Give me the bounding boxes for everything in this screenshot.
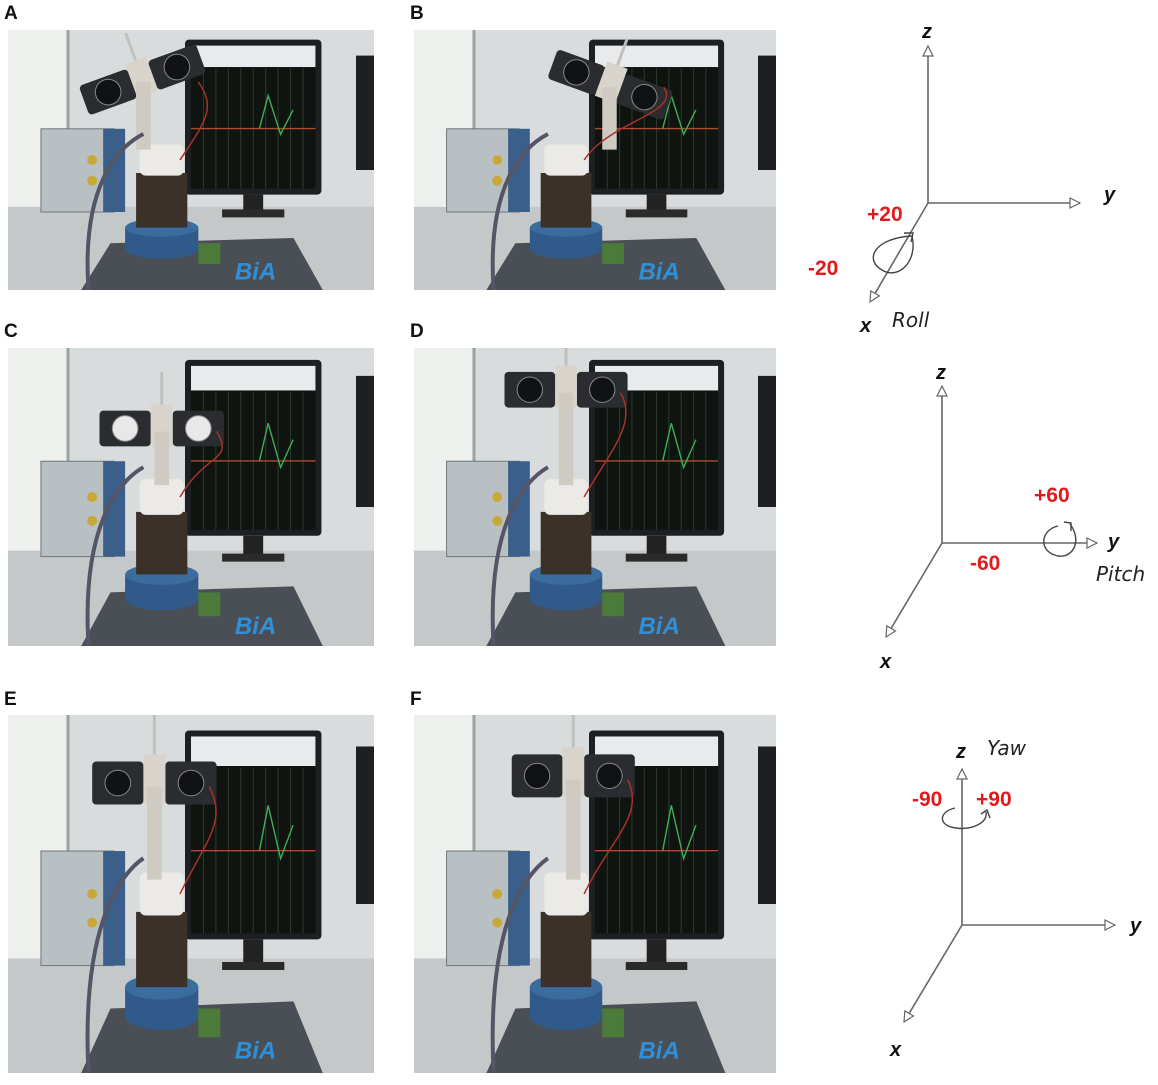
photo-cables	[490, 465, 549, 646]
photo-cables	[85, 465, 145, 646]
photo-bia-logo: BiA	[638, 1038, 679, 1065]
panel-letter-a: A	[4, 3, 18, 24]
roll-x-label: x	[859, 315, 872, 337]
panel-letter-e: E	[4, 689, 17, 710]
photo-panel-f: BiA	[414, 715, 776, 1073]
panel-letter-b: B	[410, 3, 424, 24]
photo-bia-logo: BiA	[235, 1038, 276, 1065]
robot-neck	[544, 479, 588, 515]
photo-bia-logo: BiA	[235, 613, 276, 640]
yaw-pos-label: +90	[976, 788, 1012, 811]
pitch-y-label: y	[1107, 531, 1120, 553]
robot-column	[136, 911, 188, 988]
pitch-x-axis	[885, 542, 943, 637]
yaw-label: Yaw	[987, 736, 1027, 760]
photo-cables	[85, 132, 145, 290]
photo-circuit-board	[602, 592, 624, 617]
photo-bia-logo: BiA	[235, 259, 276, 286]
photo-panel-a: BiA	[8, 30, 374, 290]
robot-column	[136, 511, 188, 575]
roll-rotation-arrow	[872, 235, 914, 274]
yaw-x-axis	[904, 924, 963, 1022]
photo-instrument-box	[446, 128, 520, 213]
pitch-diagram	[885, 386, 1097, 637]
robot-column	[136, 173, 188, 228]
pitch-neg-label: -60	[970, 552, 1000, 575]
photo-panel-c: BiA	[8, 348, 374, 646]
photo-instrument-box	[446, 850, 520, 967]
roll-label: Roll	[892, 308, 930, 332]
robot-column	[540, 511, 592, 575]
roll-y-label: y	[1103, 184, 1116, 206]
yaw-z-label: z	[955, 741, 966, 763]
photo-instrument-box	[446, 460, 520, 558]
robot-neck	[544, 872, 588, 916]
photo-cables	[490, 856, 550, 1073]
roll-z-label: z	[921, 21, 932, 43]
yaw-rotation-arrow	[941, 807, 987, 830]
photo-panel-e: BiA	[8, 715, 374, 1073]
roll-diagram	[869, 46, 1080, 302]
pitch-rotation-arrow	[1043, 523, 1077, 557]
yaw-x-label: x	[889, 1039, 902, 1061]
yaw-y-label: y	[1129, 915, 1142, 937]
panel-letter-d: D	[410, 321, 424, 342]
photo-circuit-board	[198, 243, 221, 264]
pitch-pos-label: +60	[1034, 484, 1070, 507]
photo-monitor-stand	[646, 939, 667, 969]
photo-cables	[85, 856, 145, 1073]
photo-bia-logo: BiA	[638, 613, 679, 640]
robot-column	[540, 911, 592, 988]
pitch-label: Pitch	[1096, 562, 1145, 586]
photo-circuit-board	[602, 1008, 624, 1038]
photo-circuit-board	[198, 592, 221, 617]
photo-circuit-board	[198, 1008, 221, 1038]
photo-panel-b: BiA	[414, 30, 776, 290]
panel-letter-c: C	[4, 321, 18, 342]
robot-neck	[139, 144, 184, 176]
roll-neg-label: -20	[808, 257, 838, 280]
robot-neck	[139, 479, 184, 515]
photo-bia-logo: BiA	[638, 259, 679, 286]
robot-column	[540, 173, 592, 228]
photo-cables	[490, 132, 549, 290]
roll-pos-label: +20	[867, 203, 903, 226]
photo-panel-d: BiA	[414, 348, 776, 646]
panel-letter-f: F	[410, 689, 422, 710]
yaw-diagram	[904, 769, 1115, 1022]
robot-neck	[544, 144, 588, 176]
photo-instrument-box	[40, 460, 115, 558]
robot-head	[79, 32, 206, 115]
robot-neck	[139, 872, 184, 916]
photo-instrument-box	[40, 128, 115, 213]
pitch-z-label: z	[935, 362, 946, 384]
pitch-x-label: x	[879, 651, 892, 673]
photo-monitor-stand	[243, 939, 264, 969]
photo-circuit-board	[602, 243, 624, 264]
roll-x-axis	[869, 202, 929, 302]
yaw-neg-label: -90	[912, 788, 942, 811]
robot-head	[504, 348, 628, 408]
